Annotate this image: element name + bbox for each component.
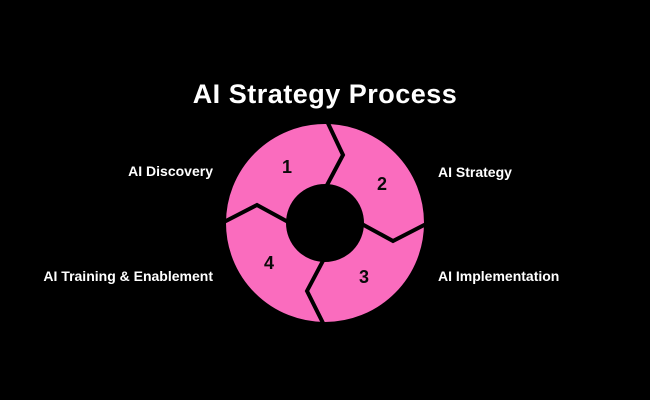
divider-arrow-top xyxy=(324,118,346,188)
divider-arrow-bottom xyxy=(304,256,327,328)
segment-number-2: 2 xyxy=(377,174,387,194)
segment-label-ai-discovery: AI Discovery xyxy=(128,163,213,179)
segment-label-ai-training-enablement: AI Training & Enablement xyxy=(43,268,213,284)
donut-ring xyxy=(226,124,424,322)
page-title: AI Strategy Process xyxy=(192,79,458,109)
segment-number-3: 3 xyxy=(359,267,369,287)
segment-label-ai-implementation: AI Implementation xyxy=(438,268,560,284)
segment-number-1: 1 xyxy=(282,157,292,177)
segment-number-4: 4 xyxy=(264,253,274,273)
segment-label-ai-strategy: AI Strategy xyxy=(438,164,512,180)
divider-arrow-right xyxy=(359,221,429,244)
divider-arrow-left xyxy=(221,202,291,225)
